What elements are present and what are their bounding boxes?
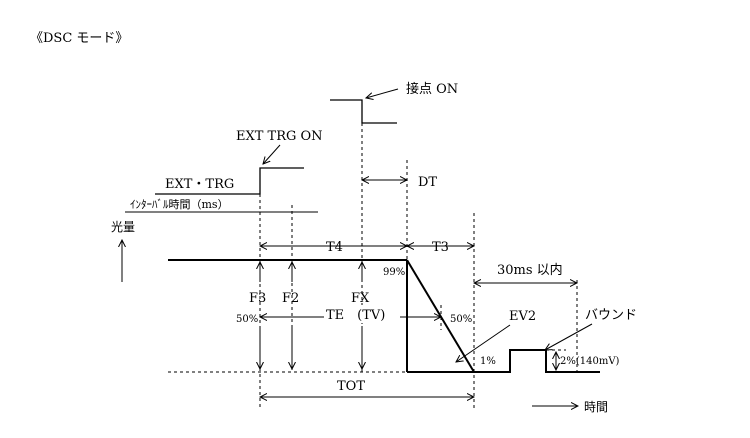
fx-label: FX [351,291,370,306]
light-axis-label: 光量 [111,220,135,234]
t3-label: T3 [432,240,449,255]
page-title: 《DSC モード》 [30,31,128,46]
ev2-pointer-arrow [456,324,511,362]
t4-label: T4 [326,240,343,255]
contact-on-label: 接点 ON [406,81,458,97]
ev2-label: EV2 [509,309,536,324]
pct50-right-label: 50% [450,314,472,325]
bound-label: バウンド [585,308,637,323]
pct2-label: 2%(140mV) [560,356,620,367]
within-30ms-label: 30ms 以内 [497,262,563,278]
ext-trg-on-pointer-arrow [263,144,281,164]
contact-signal-trace [330,99,397,124]
ext-trg-label: EXT・TRG [165,177,234,192]
time-axis-label: 時間 [584,400,608,414]
te-tv-label: TE (TV) [326,308,385,323]
te-label-background [324,305,400,323]
pct1-label: 1% [480,356,496,367]
contact-on-pointer-arrow [366,88,399,98]
bound-pointer-arrow [545,323,593,350]
f3-label: F3 [249,291,266,306]
ext-trg-signal-trace [155,167,304,195]
pct50-left-label: 50% [236,314,258,325]
ext-trg-on-label: EXT TRG ON [236,129,323,144]
interval-label: ｲﾝﾀｰﾊﾞﾙ時間（ms） [130,198,229,211]
tot-label: TOT [337,379,365,394]
dt-label: DT [418,175,437,190]
pct99-label: 99% [383,267,405,278]
light-waveform-low [407,349,600,373]
f2-label: F2 [282,291,299,306]
